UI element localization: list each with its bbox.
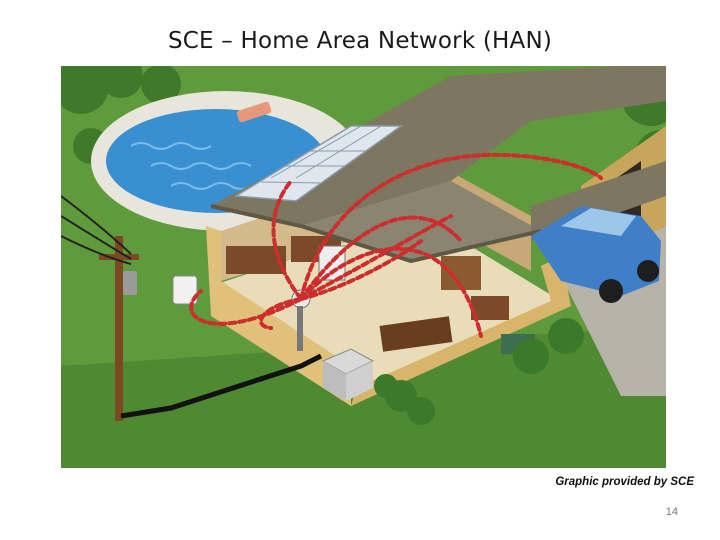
car [531, 206, 661, 303]
roof-ridge [210, 204, 542, 264]
shrubs [374, 318, 584, 425]
smart-meter [172, 275, 198, 305]
front-wall [351, 256, 571, 406]
roof-left [211, 66, 666, 226]
han-house-illustration [61, 66, 666, 468]
image-credit: Graphic provided by SCE [555, 476, 694, 488]
slide-title: SCE – Home Area Network (HAN) [167, 28, 553, 54]
page-number: 14 [665, 506, 678, 518]
roof-front [301, 181, 541, 261]
ac-unit [321, 348, 375, 401]
solar-panels [233, 125, 404, 202]
han-network-links [189, 152, 603, 338]
utility-pole [61, 195, 139, 421]
pool-float [236, 101, 272, 123]
service-line [120, 353, 323, 419]
